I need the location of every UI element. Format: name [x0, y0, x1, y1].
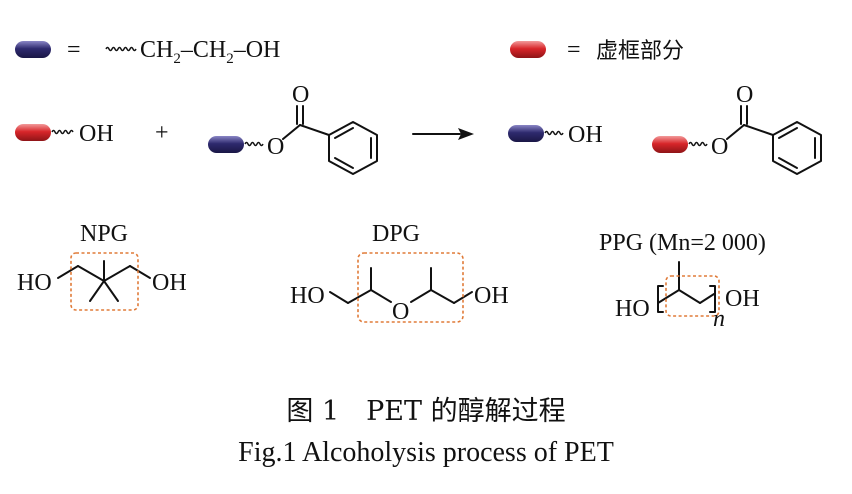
wavy-bond-icon [688, 141, 708, 147]
ester-oxygen: O [711, 134, 728, 160]
plus-sign: + [155, 120, 169, 146]
legend-red-meaning: 虚框部分 [596, 39, 684, 64]
reactant1-oh: OH [79, 121, 114, 147]
blue-capsule-icon [208, 136, 244, 153]
ppg-oh: OH [725, 286, 760, 312]
dpg-ether-o: O [392, 299, 409, 325]
ppg-structure: PPG (Mn=2 000) HO n OH [599, 230, 766, 332]
dpg-ho: HO [290, 283, 325, 309]
npg-ho: HO [17, 270, 52, 296]
reaction-scheme: OH + O O OH O O [15, 82, 822, 175]
red-capsule-icon [15, 124, 51, 141]
ppg-repeat-n: n [713, 306, 725, 332]
product1-oh: OH [568, 122, 603, 148]
legend-blue-equals: = [67, 37, 81, 63]
legend: = CH2–CH2–OH = 虚框部分 [15, 37, 684, 67]
legend-red-equals: = [567, 37, 581, 63]
carbonyl-oxygen: O [292, 82, 309, 108]
dpg-structure: DPG HO O OH [290, 221, 509, 325]
legend-blue-formula: CH2–CH2–OH [140, 37, 280, 67]
npg-dashed-box [70, 252, 139, 311]
ppg-ho: HO [615, 296, 650, 322]
benzene-ring-icon [328, 121, 378, 175]
caption-en: Fig.1 Alcoholysis process of PET [238, 437, 614, 468]
benzene-ring-icon [772, 121, 822, 175]
ester-oxygen: O [267, 134, 284, 160]
wavy-bond-icon [544, 130, 564, 136]
caption-zh: 图 1 PET 的醇解过程 [286, 396, 565, 427]
carbonyl-oxygen: O [736, 82, 753, 108]
wavy-bond-icon [105, 46, 137, 52]
npg-label: NPG [80, 221, 128, 247]
wavy-bond-icon [51, 129, 74, 135]
blue-capsule-icon [508, 125, 544, 142]
blue-capsule-icon [15, 41, 51, 58]
wavy-bond-icon [244, 141, 264, 147]
npg-structure: NPG HO OH [17, 221, 187, 311]
ppg-label: PPG (Mn=2 000) [599, 230, 766, 256]
red-capsule-icon [510, 41, 546, 58]
dpg-oh: OH [474, 283, 509, 309]
dpg-dashed-box [357, 252, 464, 323]
red-capsule-icon [652, 136, 688, 153]
dpg-label: DPG [372, 221, 420, 247]
reaction-arrow-icon [412, 128, 474, 140]
npg-oh: OH [152, 270, 187, 296]
